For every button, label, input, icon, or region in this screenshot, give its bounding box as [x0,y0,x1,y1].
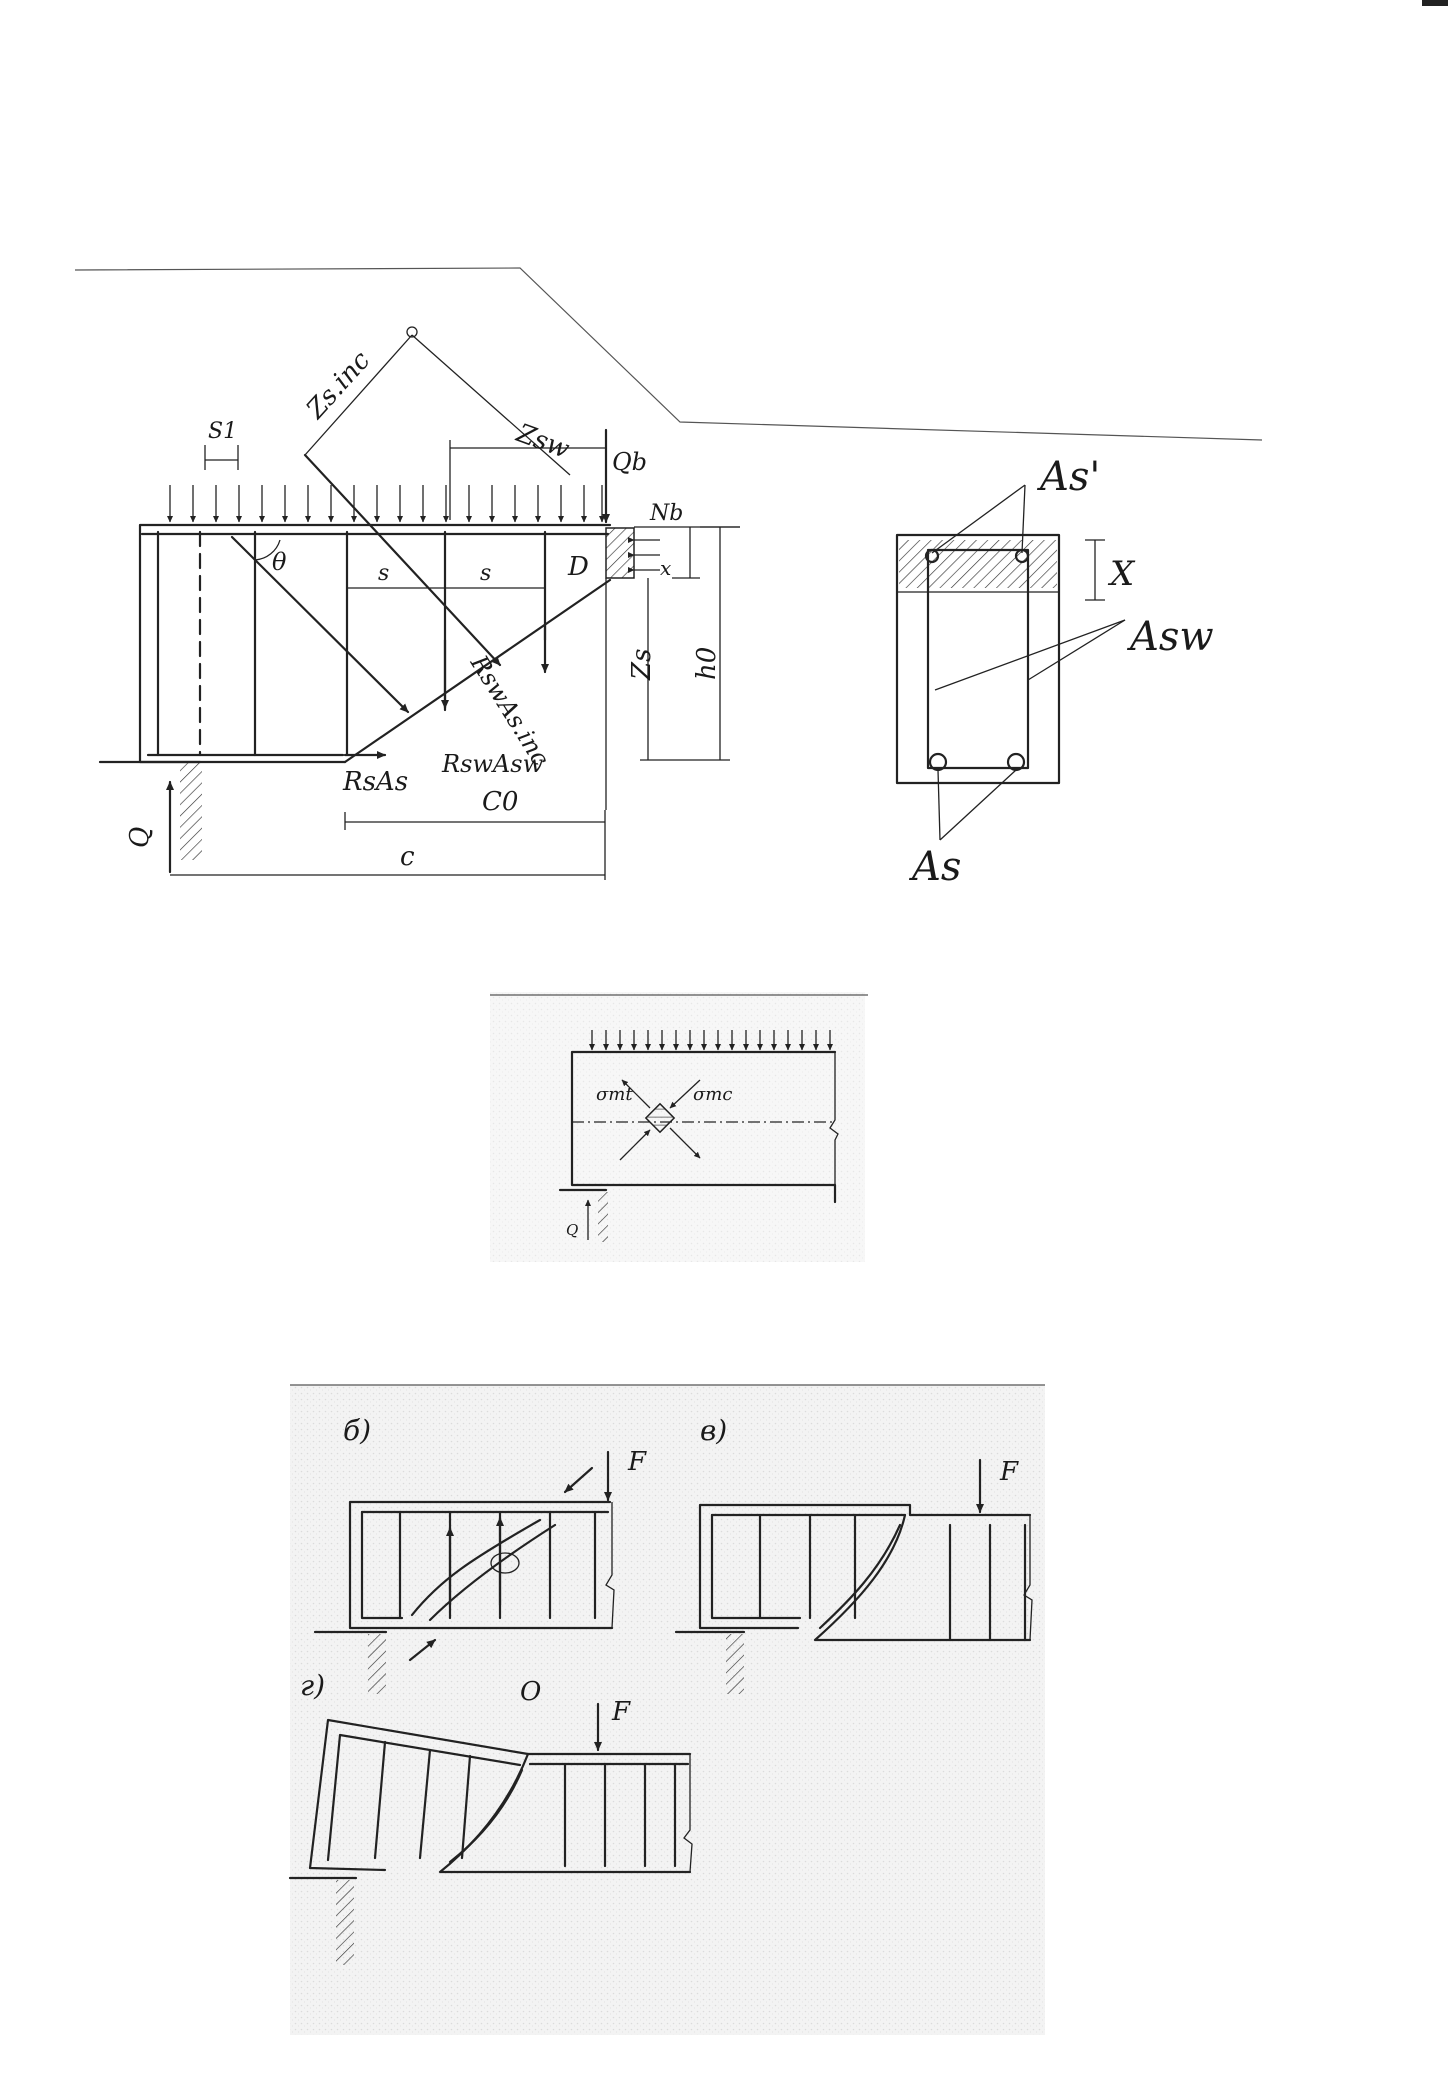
label-rsw-asw: RswAsw [441,750,544,778]
top-bar [924,548,940,564]
rsw-as-inc-force [230,535,410,714]
label-s1: S1 [208,419,237,444]
compression-zone-hatch [899,540,1057,588]
cross-section: As' X Asw As [895,454,1214,890]
label-x: x [660,556,671,580]
inclined-bar-force [303,453,502,667]
figure-2-principal-stresses: σmt σmc Q [490,992,868,1262]
section-outline [895,533,1061,785]
failure-mode-g: г) F O [288,1669,693,1965]
label-as: As [908,844,961,890]
label-q: Q [125,827,155,848]
label-nb: Nb [649,501,683,526]
compression-zone [605,527,635,579]
stirrup-outline [926,548,1030,770]
inclined-crack [343,578,612,764]
label-zsw: Zsw [512,418,574,465]
label-s-left: s [378,561,389,586]
beam-outline [138,523,612,764]
zs-inc-dimension [304,334,413,456]
label-zs: Zs [627,649,657,681]
label-as-prime: As' [1036,454,1100,500]
scanned-background [290,1385,1045,2035]
failure-mode-b: б) F [313,1414,647,1694]
scan-artefacts [74,0,1448,441]
label-f-g: F [611,1697,631,1727]
label-h0: h0 [692,647,722,680]
label-s-right: s [480,561,491,586]
label-rs-as: RsAs [342,767,408,797]
distributed-load [589,1030,833,1051]
label-theta: θ [272,548,287,576]
label-sigma-mt: σmt [596,1084,633,1105]
support [180,762,202,860]
label-o: O [520,1677,541,1707]
label-section-x: X [1107,554,1136,594]
label-f-b: F [627,1447,647,1477]
failure-mode-v: в) F [674,1414,1033,1694]
label-g: г) [300,1669,325,1702]
label-sigma-mc: σmc [693,1084,732,1105]
label-f-v: F [999,1457,1019,1487]
stress-element [644,1102,676,1134]
theta-arc [254,539,281,561]
label-c: c [400,842,415,872]
label-b: б) [343,1414,371,1447]
distributed-load [167,485,605,523]
label-asw: Asw [1126,614,1214,660]
figure-3-failure-modes: б) F в) F [288,1384,1045,2035]
label-c0: C0 [482,787,518,817]
label-D: D [567,552,589,582]
support [598,1192,608,1242]
label-q2: Q [566,1221,578,1239]
label-qb: Qb [612,448,647,476]
label-v: в) [700,1414,727,1447]
label-zs-inc: Zs.inc [300,345,376,425]
figure-1-beam-shear-scheme: S1 θ s s D Zs.inc Zsw Qb Nb x Zs h0 RswA… [98,326,740,880]
